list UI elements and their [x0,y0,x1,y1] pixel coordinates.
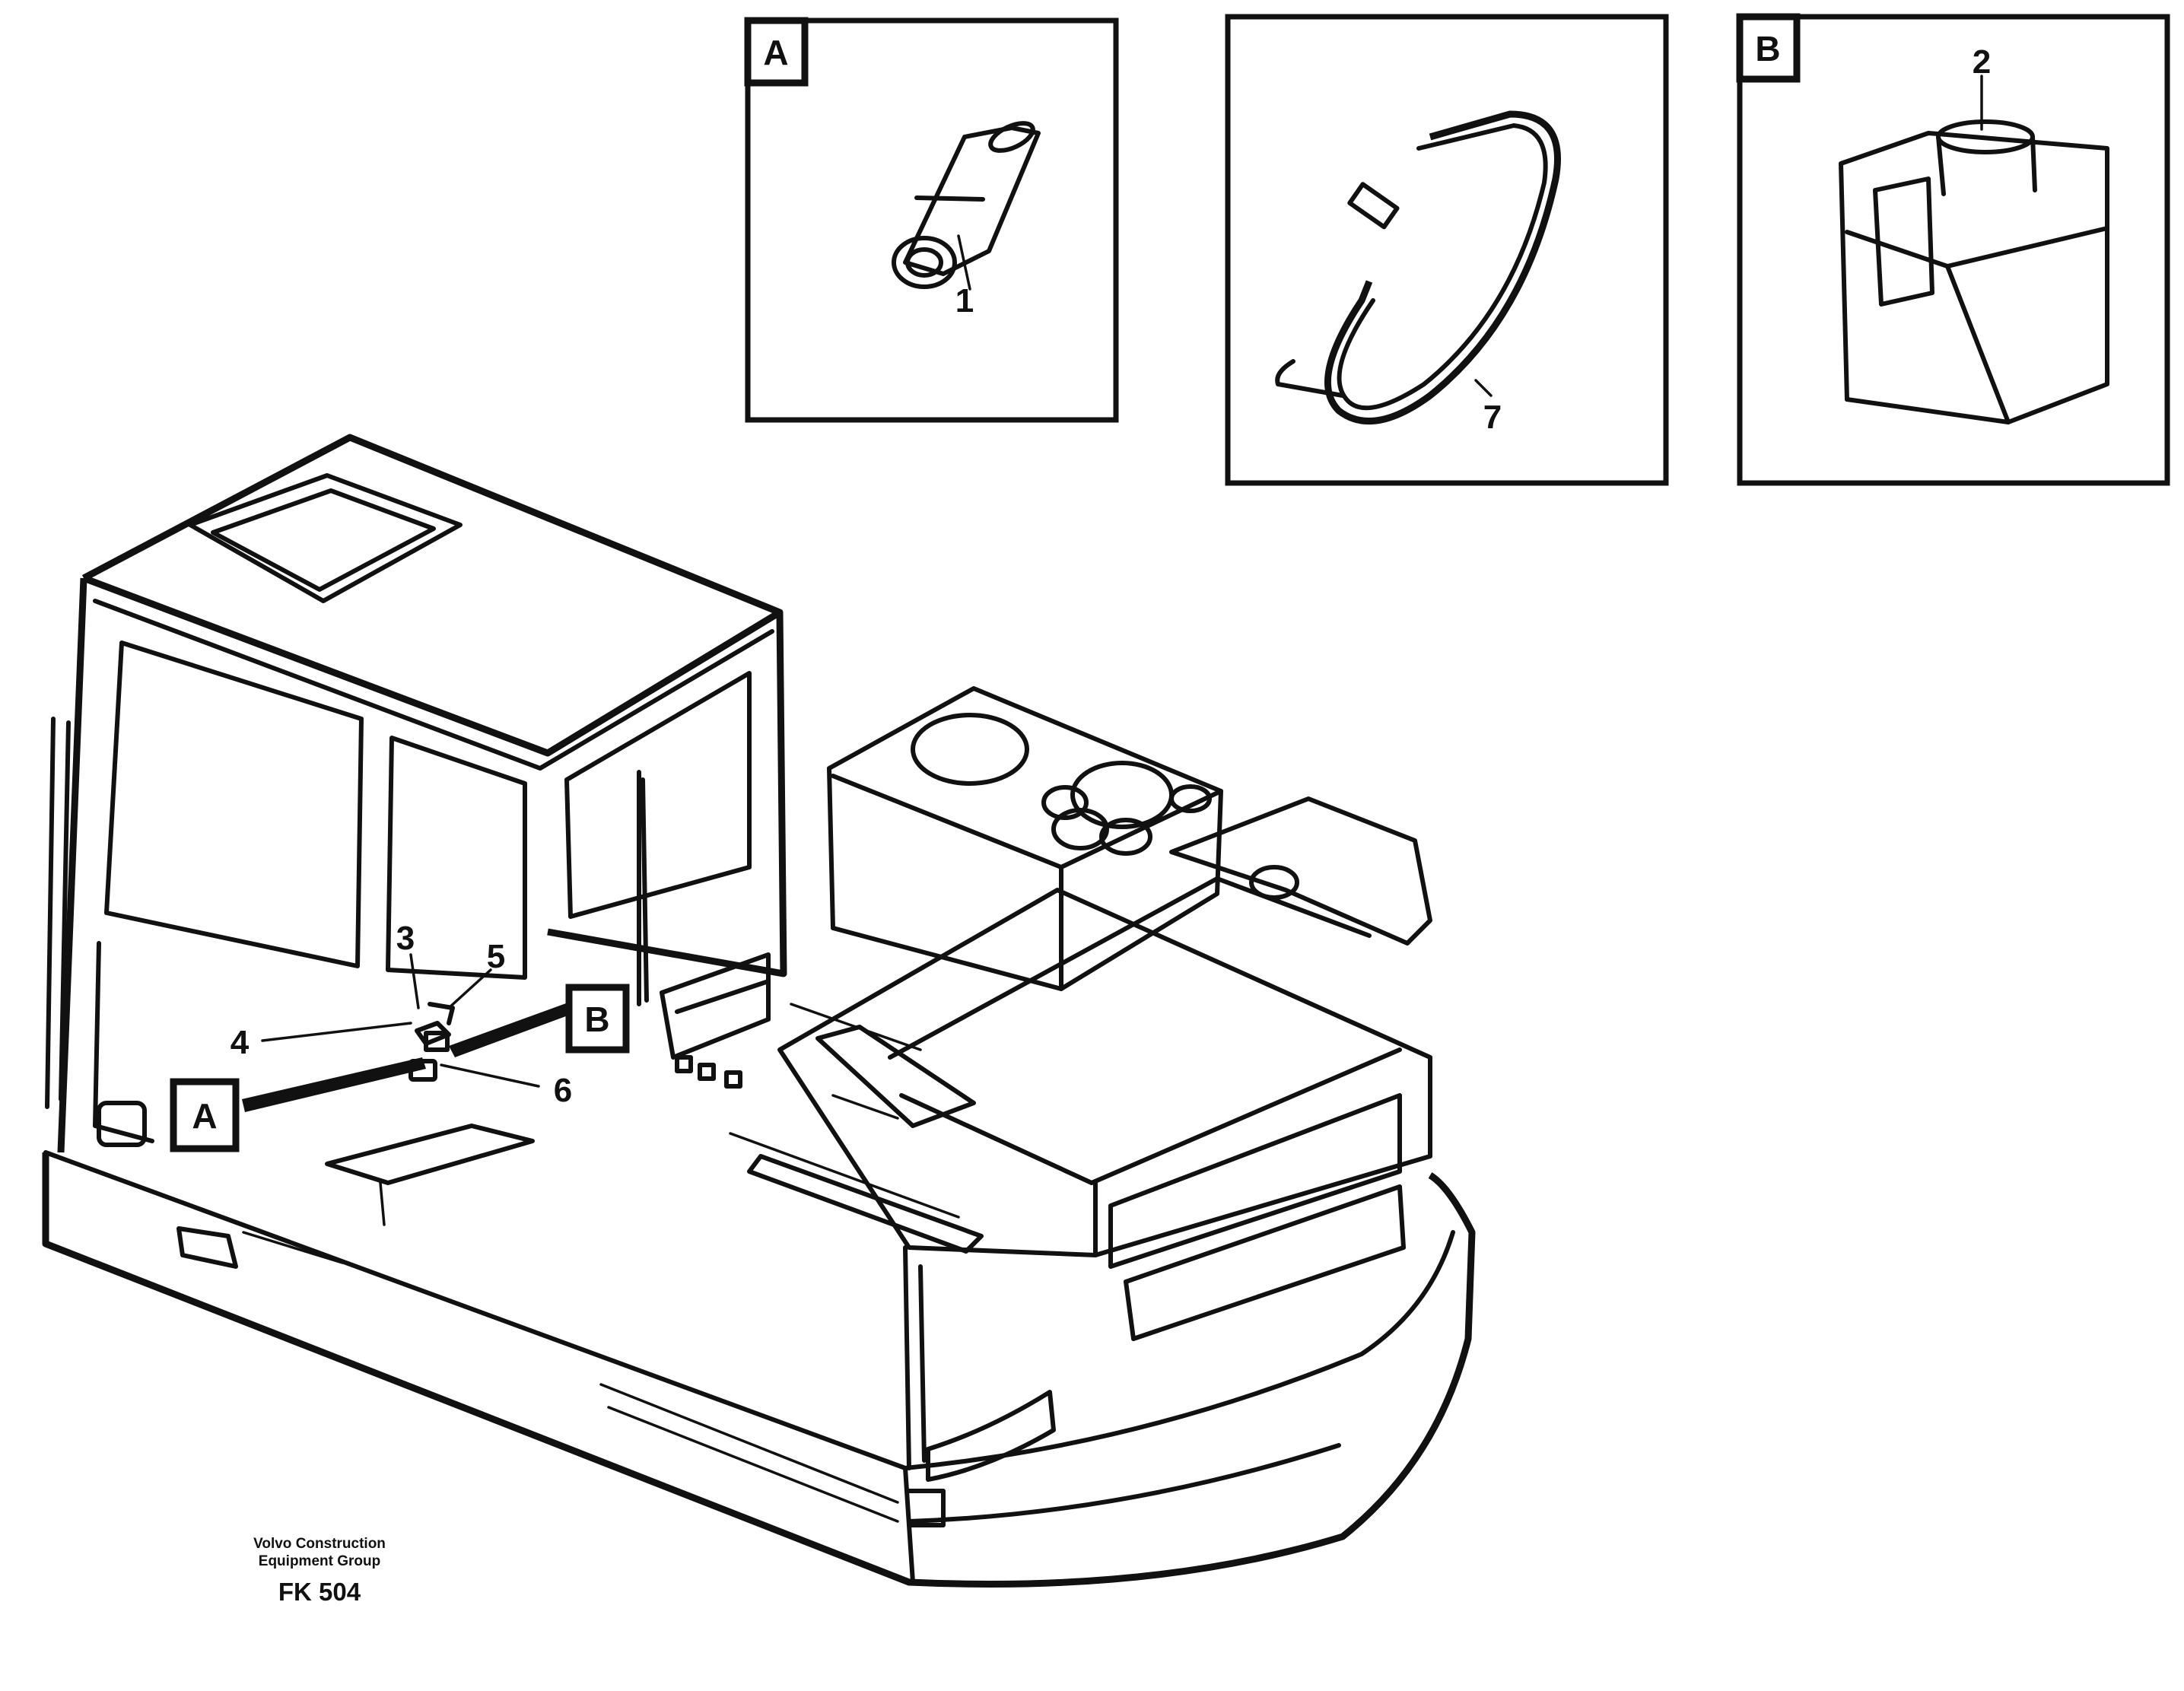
callout-3: 3 [396,920,415,957]
holder-icon [1839,75,2109,424]
callout-1: 1 [955,282,974,319]
drawing-footer: Volvo Construction Equipment Group FK 50… [190,1535,449,1607]
detail-panel-a-tag-box [744,17,809,87]
detail-panel-b: B 2 [1736,13,2170,486]
detail-panel-a-tag: A [763,33,788,72]
hydraulic-tank [827,686,1223,991]
leader-a-wedge [242,1057,426,1112]
main-view-tag-b: B [584,1000,609,1039]
callout-2: 2 [1973,43,1991,81]
callout-6: 6 [554,1072,572,1109]
machine-base [42,1152,1476,1588]
callout-5: 5 [487,938,505,975]
footer-org-line2: Equipment Group [258,1553,381,1569]
engine-hood [777,888,1432,1257]
callout-4: 4 [230,1024,250,1061]
drawing-code: FK 504 [278,1578,361,1606]
excavator-superstructure-icon [42,434,1476,1588]
detail-panel-b-frame [1737,14,2170,486]
footer-org-line1: Volvo Construction [253,1536,386,1552]
leader-4 [261,1022,412,1042]
main-view-tag-a: A [192,1096,217,1136]
connector-sleeve-icon [892,121,1041,291]
detail-panel-b-tag-box [1736,13,1801,83]
main-view-annotations: 3 5 4 6 B A [170,920,630,1152]
detail-panel-b-tag: B [1755,29,1780,68]
machine-cab [81,434,787,977]
leader-b-wedge [449,1000,578,1057]
main-view-tag-a-box [170,1078,240,1152]
detail-panel-a-frame [745,17,1119,423]
leader-5 [447,968,492,1009]
cable-tie-icon [1275,110,1561,425]
leader-6 [440,1063,540,1088]
leader-3 [409,953,420,1009]
callout-7: 7 [1483,399,1502,436]
detail-panel-cable-tie: 7 [1225,14,1669,486]
detail-panel-a: A 1 [744,17,1119,423]
main-view-tag-b-box [565,984,630,1054]
detail-panel-cable-tie-frame [1225,14,1669,486]
